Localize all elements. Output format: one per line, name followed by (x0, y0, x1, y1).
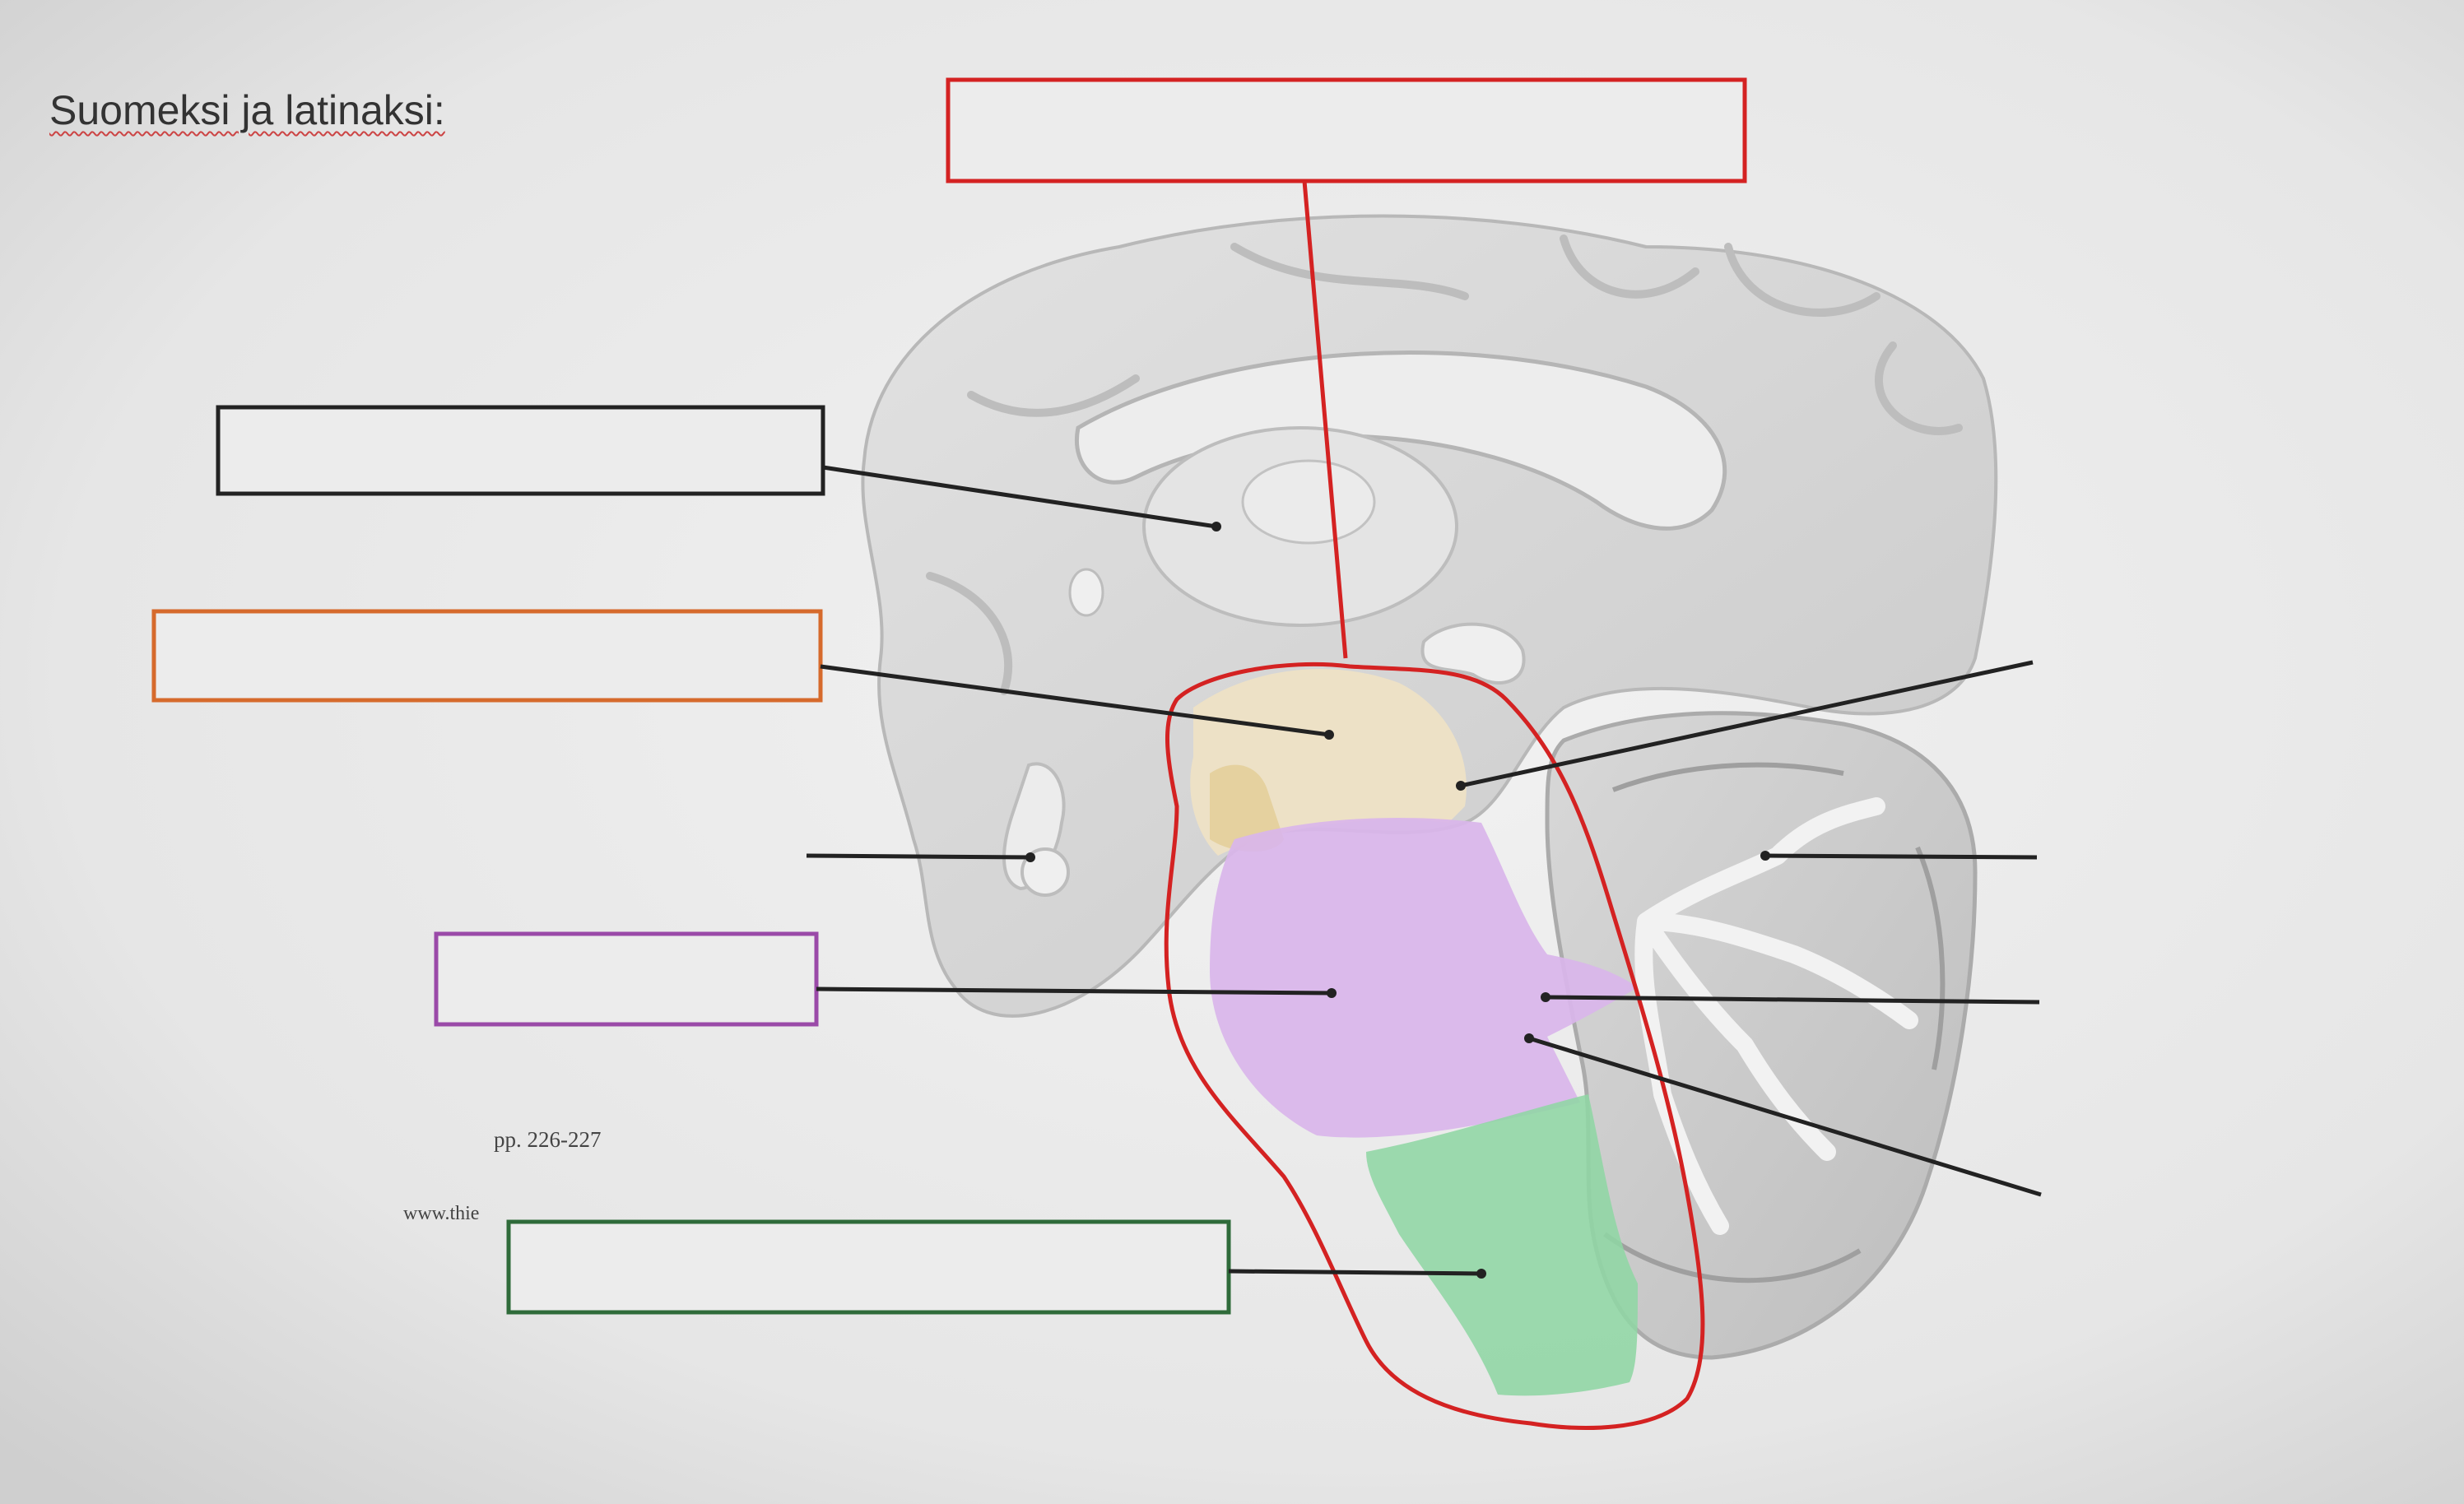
leader-right-inferior-dot (1524, 1033, 1534, 1043)
medulla-region (1366, 1094, 1638, 1396)
leader-pituitary-dot (1025, 852, 1035, 862)
label-box-medulla[interactable] (513, 1226, 1225, 1308)
leader-right-superior-dot (1456, 781, 1466, 791)
leader-diencephalon (820, 664, 1330, 737)
label-box-thalamus[interactable] (222, 411, 819, 490)
leader-diencephalon-dot (1324, 730, 1334, 740)
interthalamic-adhesion (1241, 459, 1376, 545)
leader-pons (816, 986, 1332, 996)
corpus-callosum (1075, 350, 1727, 531)
leader-right-middle-dot (1541, 992, 1550, 1002)
page-reference: pp. 226-227 (494, 1127, 602, 1152)
brainstem-outline (1164, 661, 1705, 1431)
leader-right-middle (1545, 995, 2040, 1005)
leader-right-cerebellum (1764, 853, 2038, 860)
source-url-fragment: www.thie (403, 1203, 480, 1224)
leader-right-cerebellum-dot (1760, 851, 1770, 861)
label-box-pons[interactable] (440, 938, 812, 1020)
leader-right-superior (1460, 660, 2034, 788)
leader-thalamus-dot (1211, 522, 1221, 532)
page-heading: Suomeksi ja latinaksi: (49, 87, 445, 133)
leader-thalamus (822, 465, 1217, 529)
leader-pituitary (806, 853, 1031, 860)
gyri-lines (926, 234, 1963, 695)
leader-medulla (1228, 1269, 1482, 1276)
pons-region (1210, 818, 1638, 1138)
leader-right-inferior (1528, 1036, 2042, 1197)
mammillary-body (1068, 568, 1104, 617)
arbor-vitae (1634, 797, 1918, 1235)
leader-brainstem (1302, 180, 1348, 659)
label-box-diencephalon[interactable] (158, 615, 816, 696)
leader-medulla-dot (1476, 1269, 1486, 1279)
pineal-structure (1420, 622, 1526, 685)
cerebellum-folia (1603, 762, 1946, 1284)
label-box-brainstem[interactable] (952, 84, 1741, 177)
leader-pons-dot (1327, 988, 1337, 998)
midbrain-column (1210, 764, 1284, 852)
